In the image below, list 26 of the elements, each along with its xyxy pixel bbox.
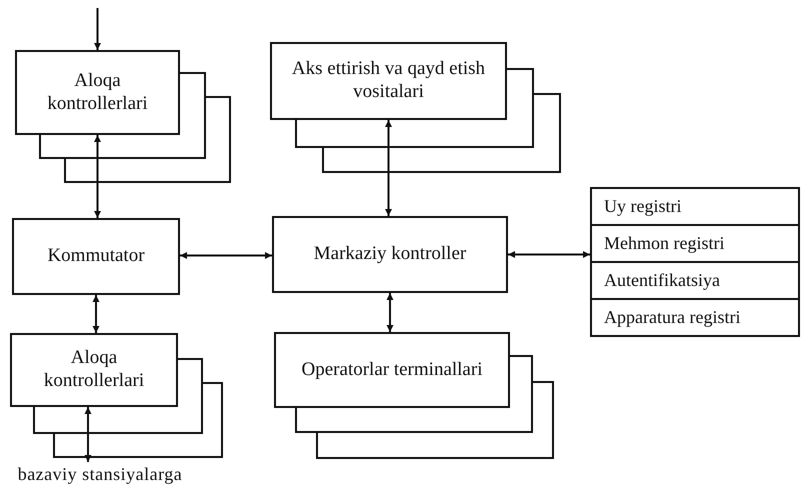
box-label: Operatorlar terminallari	[300, 358, 484, 382]
module-box	[12, 218, 180, 295]
destination-label: bazaviy stansiyalarga	[18, 464, 182, 486]
module-box	[274, 332, 510, 408]
table-row: Mehmon registri	[592, 226, 798, 263]
arrow	[385, 120, 392, 216]
arrow	[94, 8, 101, 50]
arrow	[94, 135, 101, 218]
table-row: Autentifikatsiya	[592, 263, 798, 300]
box-label: Aloqa kontrollerlari	[42, 347, 146, 393]
arrow	[508, 251, 590, 258]
module-box	[270, 42, 507, 120]
module-box	[15, 50, 180, 135]
box-label: Markaziy kontroller	[312, 243, 468, 266]
arrow	[180, 252, 272, 259]
arrow	[386, 293, 394, 332]
table-row: Uy registri	[592, 189, 798, 226]
register-table	[590, 187, 800, 337]
box-label: Aloqa kontrollerlari	[46, 70, 149, 116]
module-box	[272, 216, 508, 293]
box-label: Kommutator	[46, 245, 146, 268]
arrow	[92, 295, 100, 333]
box-label: Aks ettirish va qayd etish vositalari	[290, 58, 486, 104]
table-row: Apparatura registri	[592, 300, 798, 335]
module-box	[10, 333, 178, 407]
arrow	[84, 407, 92, 462]
